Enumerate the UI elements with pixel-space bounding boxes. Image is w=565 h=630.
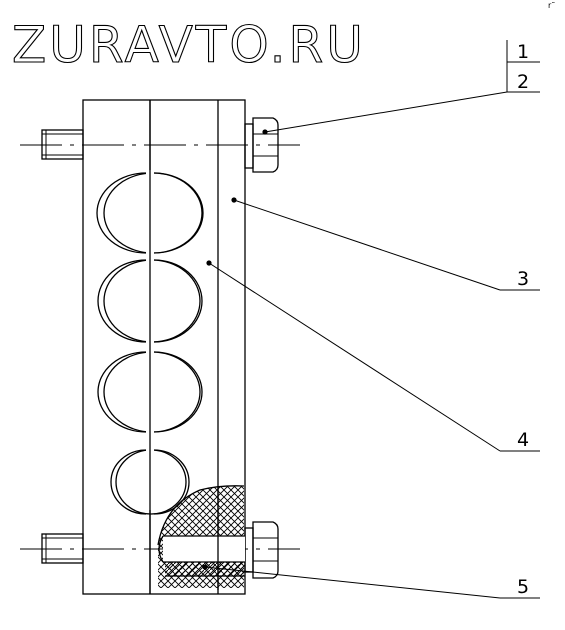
callout-3: 3 [517,268,529,290]
callout-2: 2 [517,71,529,93]
watermark-logo: ZURAVTO.RU [12,16,366,74]
callout-4: 4 [517,429,529,451]
section-cutaway [157,485,245,590]
leader-lines [204,40,540,599]
upper-bolt [41,117,279,173]
callout-1: 1 [517,41,529,63]
callout-5: 5 [517,576,529,598]
corner-mark: r˜ [548,1,555,10]
